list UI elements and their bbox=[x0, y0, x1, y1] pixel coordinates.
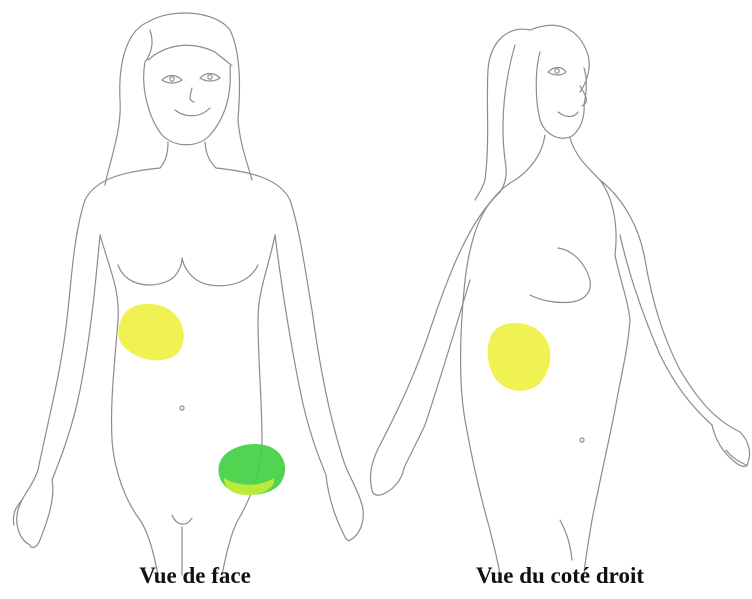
front-figure bbox=[13, 13, 363, 575]
side-navel bbox=[580, 438, 584, 442]
front-mouth bbox=[175, 108, 210, 116]
side-nose bbox=[580, 86, 586, 106]
side-hair bbox=[475, 25, 589, 200]
side-hand bbox=[712, 425, 750, 467]
front-left-hand bbox=[13, 480, 52, 547]
side-face bbox=[536, 52, 586, 138]
front-view-caption: Vue de face bbox=[95, 563, 295, 589]
front-nose bbox=[190, 88, 194, 102]
side-back-hand bbox=[370, 445, 404, 495]
front-left-pupil bbox=[170, 77, 174, 81]
front-torso-left bbox=[100, 235, 158, 575]
side-mouth bbox=[558, 112, 578, 117]
side-neck bbox=[515, 135, 600, 180]
side-pupil bbox=[555, 69, 559, 73]
front-navel bbox=[180, 406, 184, 410]
front-hair bbox=[105, 13, 252, 185]
side-front bbox=[584, 180, 630, 575]
side-groin bbox=[560, 520, 572, 560]
side-breast bbox=[530, 248, 590, 303]
front-neck bbox=[160, 142, 216, 168]
side-view-caption: Vue du coté droit bbox=[430, 563, 690, 589]
front-yellow-marking bbox=[118, 304, 183, 360]
side-back-arm bbox=[380, 192, 500, 468]
side-markings bbox=[488, 323, 551, 391]
front-fringe bbox=[145, 30, 232, 66]
front-right-pupil bbox=[208, 75, 212, 79]
side-figure bbox=[370, 25, 749, 575]
front-breasts bbox=[118, 258, 258, 286]
front-face bbox=[144, 62, 231, 145]
front-markings bbox=[118, 304, 285, 495]
side-arm bbox=[600, 180, 740, 432]
front-right-hand bbox=[326, 475, 363, 541]
side-yellow-marking bbox=[488, 323, 551, 391]
front-torso-right bbox=[222, 235, 275, 575]
